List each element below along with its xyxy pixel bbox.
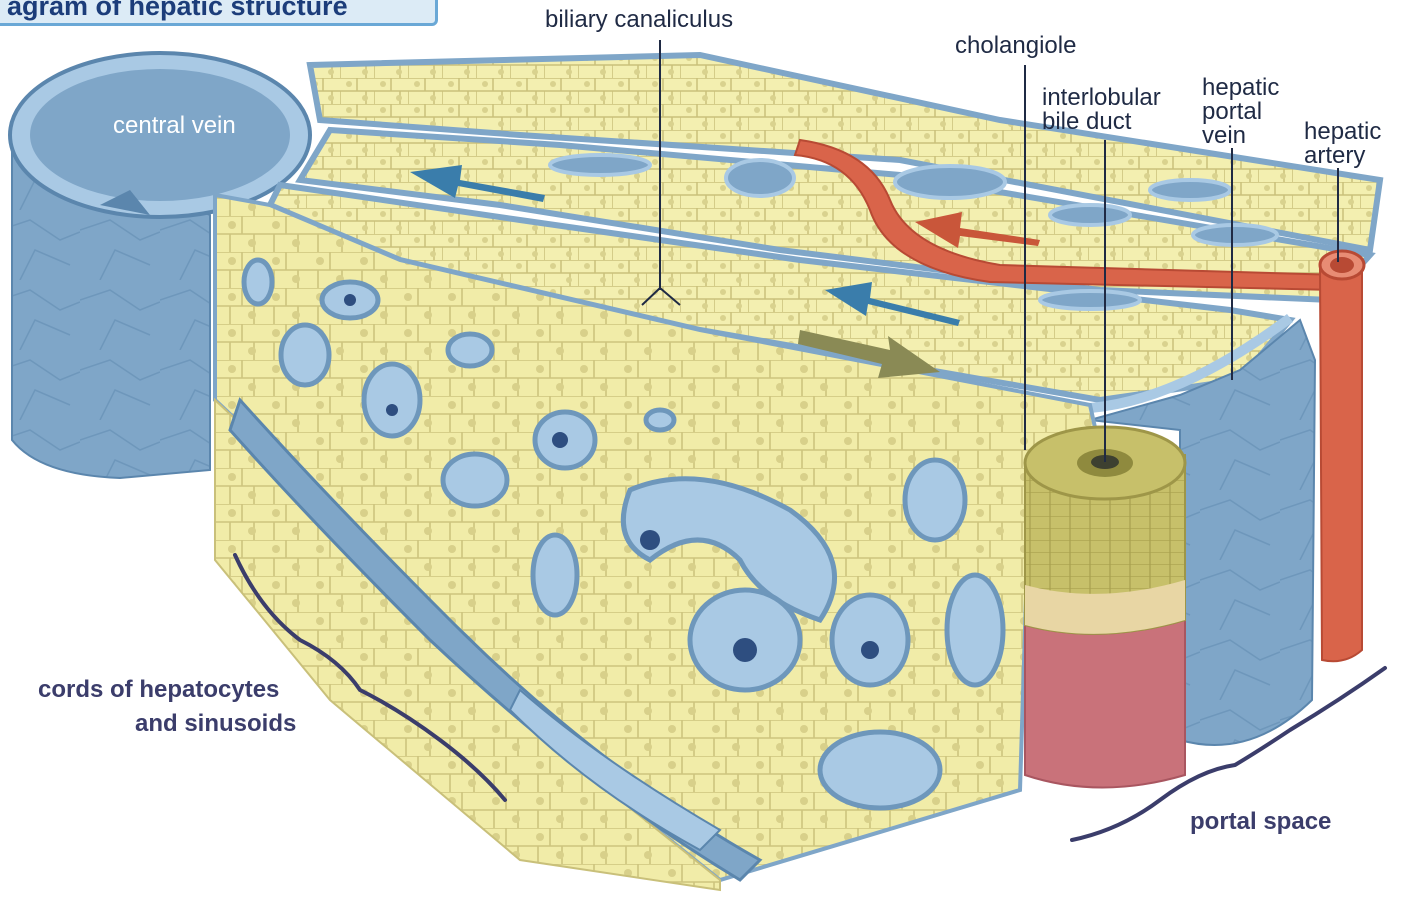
interlobular-bile-duct-shape [1025,427,1185,788]
label-hepatic-portal-3: vein [1202,124,1246,148]
label-portal-space: portal space [1190,810,1331,834]
label-cords-2: and sinusoids [135,712,296,736]
diagram-title: agram of hepatic structure [7,0,348,22]
label-cords-1: cords of hepatocytes [38,678,279,702]
label-hepatic-artery-1: hepatic [1304,120,1381,144]
label-biliary-canaliculus: biliary canaliculus [545,8,733,32]
label-central-vein: central vein [113,114,236,138]
label-interlobular: interlobular [1042,86,1161,110]
label-hepatic-portal-2: portal [1202,100,1262,124]
label-bile-duct: bile duct [1042,110,1131,134]
label-cholangiole: cholangiole [955,34,1076,58]
title-box: agram of hepatic structure [0,0,438,26]
label-hepatic-portal-1: hepatic [1202,76,1279,100]
label-hepatic-artery-2: artery [1304,144,1365,168]
